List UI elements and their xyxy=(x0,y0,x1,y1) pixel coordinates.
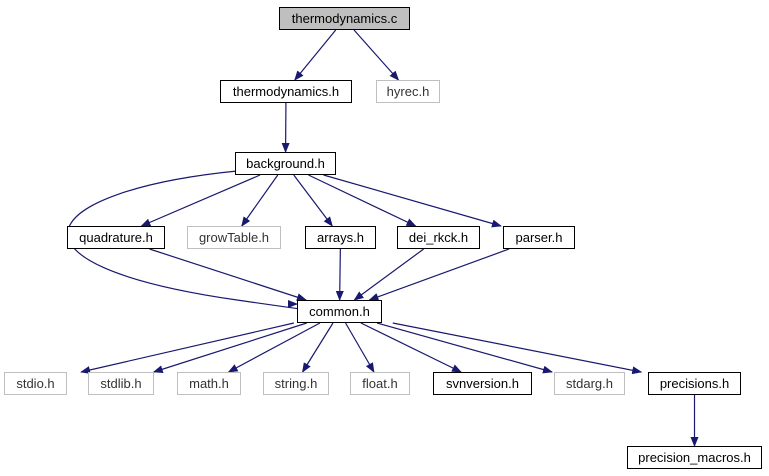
node-thermodynamics-c[interactable]: thermodynamics.c xyxy=(279,7,410,30)
node-quadrature-h[interactable]: quadrature.h xyxy=(67,226,165,249)
edge-common-h-to-stdlib-h xyxy=(152,322,307,374)
edge-background-h-to-arrays-h xyxy=(293,174,333,227)
node-math-h[interactable]: math.h xyxy=(177,372,241,395)
node-string-h[interactable]: string.h xyxy=(263,372,329,395)
node-stdlib-h[interactable]: stdlib.h xyxy=(88,372,154,395)
edge-common-h-to-math-h xyxy=(227,322,321,373)
node-hyrec-h[interactable]: hyrec.h xyxy=(376,80,440,103)
edge-background-h-to-growtable-h xyxy=(241,174,279,227)
node-stdarg-h[interactable]: stdarg.h xyxy=(554,372,625,395)
node-thermodynamics-h[interactable]: thermodynamics.h xyxy=(220,80,352,103)
edge-thermodynamics-c-to-thermodynamics-h xyxy=(294,29,337,81)
edge-dei-rkck-h-to-common-h xyxy=(353,248,425,301)
edge-common-h-to-float-h xyxy=(345,322,375,373)
node-precision-macros-h[interactable]: precision_macros.h xyxy=(627,446,762,469)
node-svnversion-h[interactable]: svnversion.h xyxy=(433,372,532,395)
edge-common-h-to-stdarg-h xyxy=(376,322,553,374)
edge-thermodynamics-c-to-hyrec-h xyxy=(353,29,400,81)
edge-quadrature-h-to-common-h xyxy=(149,248,307,302)
node-arrays-h[interactable]: arrays.h xyxy=(305,226,376,249)
edge-background-h-to-dei-rkck-h xyxy=(308,174,417,227)
edge-common-h-to-precisions-h xyxy=(392,322,643,375)
edge-background-h-to-parser-h xyxy=(323,174,502,228)
edge-parser-h-to-common-h xyxy=(368,248,510,301)
node-stdio-h[interactable]: stdio.h xyxy=(4,372,67,395)
node-parser-h[interactable]: parser.h xyxy=(503,226,575,249)
node-dei-rkck-h[interactable]: dei_rkck.h xyxy=(397,226,480,249)
node-float-h[interactable]: float.h xyxy=(350,372,410,395)
node-background-h[interactable]: background.h xyxy=(235,152,336,175)
node-growtable-h[interactable]: growTable.h xyxy=(187,226,281,249)
edge-common-h-to-svnversion-h xyxy=(360,322,462,373)
edge-background-h-to-quadrature-h xyxy=(140,174,261,227)
node-precisions-h[interactable]: precisions.h xyxy=(648,372,741,395)
edge-arrays-h-to-common-h xyxy=(335,248,344,301)
edge-common-h-to-stdio-h xyxy=(80,322,295,374)
node-common-h[interactable]: common.h xyxy=(297,300,382,323)
edge-common-h-to-string-h xyxy=(301,322,334,373)
